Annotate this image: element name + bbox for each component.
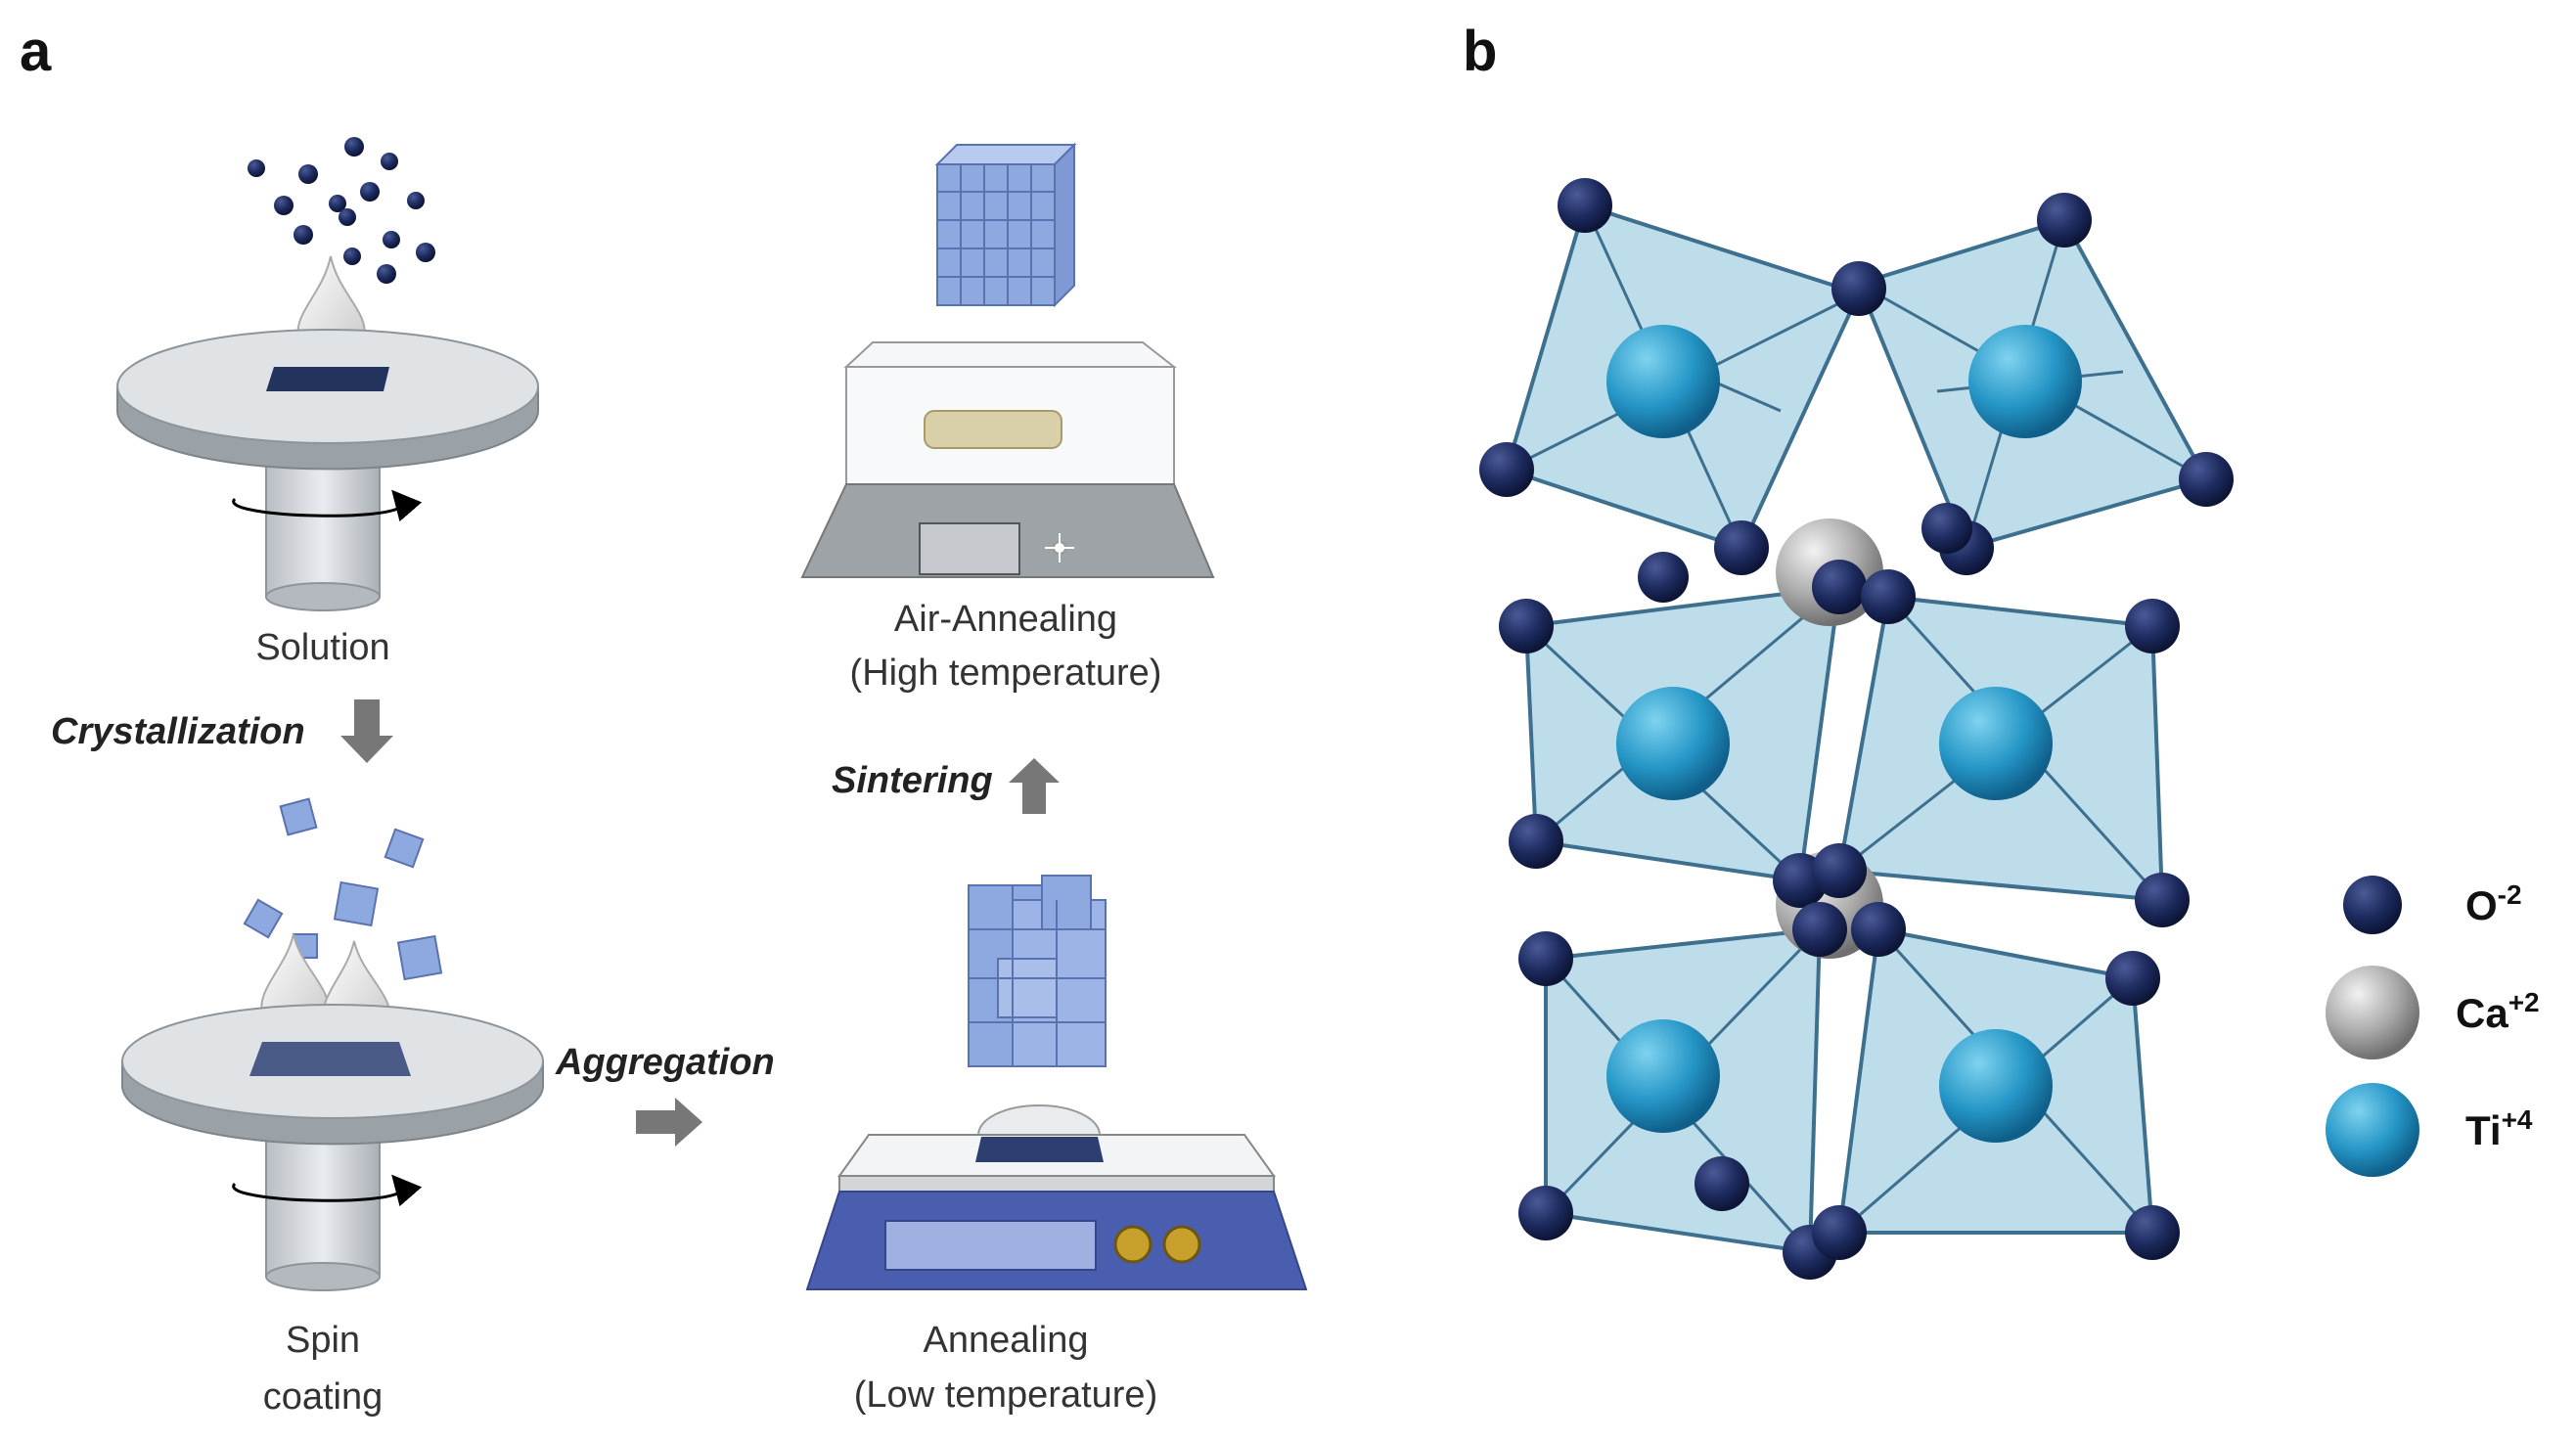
aggregated-crystals bbox=[968, 875, 1107, 1067]
step-label-spin-2: coating bbox=[263, 1376, 384, 1418]
step-label-annealing-2: (Low temperature) bbox=[854, 1374, 1157, 1416]
sintered-cube bbox=[934, 142, 1077, 308]
solution-particles bbox=[248, 137, 435, 284]
arrow-label-aggregation: Aggregation bbox=[555, 1042, 775, 1083]
legend-swatch-ti bbox=[2326, 1083, 2419, 1177]
spin-coater-2 bbox=[121, 1004, 544, 1291]
sintering-arrow bbox=[1009, 758, 1060, 814]
legend-label-ca: Ca+2 bbox=[2456, 987, 2540, 1036]
legend: O-2 Ca+2 Ti+4 bbox=[2326, 876, 2540, 1177]
arrow-label-crystallization: Crystallization bbox=[51, 711, 305, 752]
crystal-cubes-1 bbox=[243, 797, 443, 981]
legend-label-ti: Ti+4 bbox=[2465, 1104, 2533, 1153]
step-label-spin-1: Spin bbox=[286, 1320, 360, 1361]
perovskite-structure bbox=[1479, 178, 2234, 1280]
step-label-solution: Solution bbox=[255, 627, 389, 668]
legend-label-o: O-2 bbox=[2465, 879, 2522, 928]
step-label-air-2: (High temperature) bbox=[850, 653, 1162, 694]
arrow-label-sintering: Sintering bbox=[832, 760, 993, 801]
step-label-air-1: Air-Annealing bbox=[894, 599, 1117, 640]
legend-swatch-ca bbox=[2326, 966, 2419, 1059]
panel-label-a: a bbox=[20, 20, 52, 83]
crystallization-arrow bbox=[340, 699, 393, 763]
step-label-annealing-1: Annealing bbox=[923, 1320, 1088, 1361]
legend-swatch-o bbox=[2343, 876, 2402, 934]
hot-plate bbox=[805, 1104, 1308, 1290]
furnace bbox=[800, 341, 1215, 578]
aggregation-arrow bbox=[636, 1098, 702, 1147]
spin-coater-1 bbox=[116, 329, 539, 611]
panel-label-b: b bbox=[1463, 20, 1497, 83]
